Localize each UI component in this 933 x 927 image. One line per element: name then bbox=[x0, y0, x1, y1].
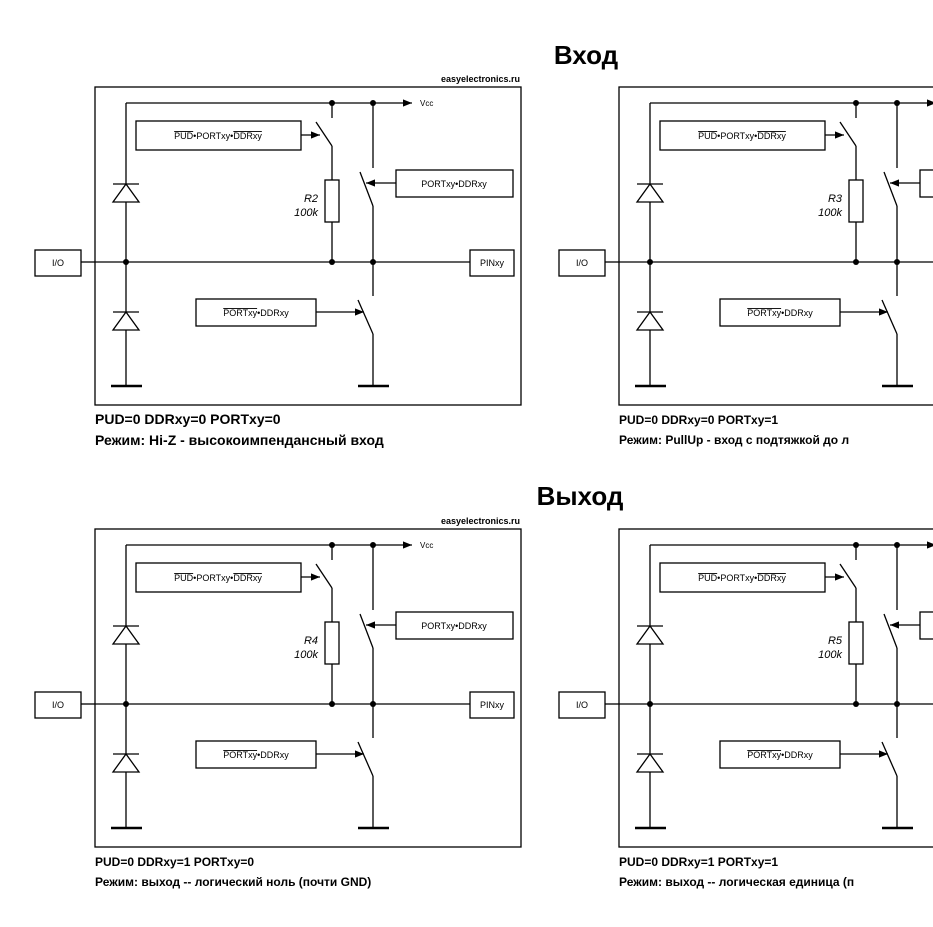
mode-line: Режим: выход -- логическая единица (п bbox=[619, 875, 854, 889]
io-label: I/O bbox=[52, 700, 64, 710]
dot: • bbox=[455, 621, 458, 631]
ddrxy-term: DDRxy bbox=[260, 750, 289, 760]
low-condition: PORTxy•DDRxy bbox=[747, 750, 813, 760]
portxy-term: PORTxy bbox=[196, 573, 230, 583]
low-condition: PORTxy•DDRxy bbox=[223, 308, 289, 318]
status-line: PUD=0 DDRxy=0 PORTxy=0 bbox=[95, 411, 281, 427]
low-condition: PORTxy•DDRxy bbox=[223, 750, 289, 760]
watermark: easyelectronics.ru bbox=[441, 516, 520, 526]
dot: • bbox=[781, 750, 784, 760]
resistor-name: R3 bbox=[828, 193, 843, 205]
resistor-value: 100k bbox=[294, 207, 318, 219]
ddrxy-term: DDRxy bbox=[233, 573, 262, 583]
status-line: PUD=0 DDRxy=1 PORTxy=1 bbox=[619, 855, 778, 869]
pullup-condition: PUD•PORTxy•DDRxy bbox=[174, 131, 262, 141]
high-condition: PORTxy•DDRxy bbox=[421, 621, 487, 631]
resistor-name: R4 bbox=[304, 635, 318, 647]
resistor-value: 100k bbox=[818, 207, 842, 219]
panel-output-low: easyelectronics.ru I/O PINxy Vcc R4 100k… bbox=[35, 516, 521, 889]
dot: • bbox=[781, 308, 784, 318]
watermark: easyelectronics.ru bbox=[441, 74, 520, 84]
resistor-name: R5 bbox=[828, 635, 843, 647]
low-condition: PORTxy•DDRxy bbox=[747, 308, 813, 318]
ddrxy-term: DDRxy bbox=[458, 621, 487, 631]
status-line: PUD=0 DDRxy=1 PORTxy=0 bbox=[95, 855, 254, 869]
pullup-condition: PUD•PORTxy•DDRxy bbox=[698, 573, 786, 583]
ddrxy-term: DDRxy bbox=[784, 750, 813, 760]
pullup-condition: PUD•PORTxy•DDRxy bbox=[698, 131, 786, 141]
vcc-label: Vcc bbox=[420, 541, 433, 550]
pud-term: PUD bbox=[698, 573, 718, 583]
pud-term: PUD bbox=[698, 131, 718, 141]
portxy-term: PORTxy bbox=[747, 308, 781, 318]
vcc-label: Vcc bbox=[420, 99, 433, 108]
portxy-term: PORTxy bbox=[196, 131, 230, 141]
section-title-input: Вход bbox=[554, 40, 619, 70]
ddrxy-term: DDRxy bbox=[757, 131, 786, 141]
ddrxy-term: DDRxy bbox=[757, 573, 786, 583]
dot: • bbox=[754, 573, 757, 583]
mode-line: Режим: Hi-Z - высокоимпендансный вход bbox=[95, 432, 384, 448]
dot: • bbox=[193, 573, 196, 583]
dot: • bbox=[754, 131, 757, 141]
portxy-term: PORTxy bbox=[720, 131, 754, 141]
section-title-output: Выход bbox=[537, 481, 624, 511]
resistor-name: R2 bbox=[304, 193, 318, 205]
panel-output-high: I/O R5 100k PUD•PORTxy•DDRxy PORTxy•DDRx… bbox=[559, 529, 933, 889]
high-condition: PORTxy•DDRxy bbox=[421, 179, 487, 189]
io-label: I/O bbox=[52, 258, 64, 268]
portxy-term: PORTxy bbox=[421, 179, 455, 189]
portxy-term: PORTxy bbox=[421, 621, 455, 631]
resistor-value: 100k bbox=[818, 649, 842, 661]
portxy-term: PORTxy bbox=[223, 308, 257, 318]
ddrxy-term: DDRxy bbox=[233, 131, 262, 141]
ddrxy-term: DDRxy bbox=[784, 308, 813, 318]
ddrxy-term: DDRxy bbox=[458, 179, 487, 189]
pin-label: PINxy bbox=[480, 258, 505, 268]
status-line: PUD=0 DDRxy=0 PORTxy=1 bbox=[619, 413, 778, 427]
dot: • bbox=[717, 573, 720, 583]
pud-term: PUD bbox=[174, 573, 194, 583]
mode-line: Режим: выход -- логический ноль (почти G… bbox=[95, 875, 371, 889]
pud-term: PUD bbox=[174, 131, 194, 141]
portxy-term: PORTxy bbox=[747, 750, 781, 760]
dot: • bbox=[455, 179, 458, 189]
dot: • bbox=[257, 308, 260, 318]
resistor-value: 100k bbox=[294, 649, 318, 661]
pin-label: PINxy bbox=[480, 700, 505, 710]
io-label: I/O bbox=[576, 700, 588, 710]
panel-hi-z: easyelectronics.ru I/O PINxy Vcc R2 100k… bbox=[35, 74, 521, 448]
mode-line: Режим: PullUp - вход с подтяжкой до л bbox=[619, 433, 849, 447]
dot: • bbox=[230, 131, 233, 141]
dot: • bbox=[717, 131, 720, 141]
panel-pullup: I/O R3 100k PUD•PORTxy•DDRxy PORTxy•DDRx… bbox=[559, 87, 933, 447]
pullup-condition: PUD•PORTxy•DDRxy bbox=[174, 573, 262, 583]
io-label: I/O bbox=[576, 258, 588, 268]
portxy-term: PORTxy bbox=[223, 750, 257, 760]
dot: • bbox=[257, 750, 260, 760]
portxy-term: PORTxy bbox=[720, 573, 754, 583]
ddrxy-term: DDRxy bbox=[260, 308, 289, 318]
dot: • bbox=[230, 573, 233, 583]
dot: • bbox=[193, 131, 196, 141]
